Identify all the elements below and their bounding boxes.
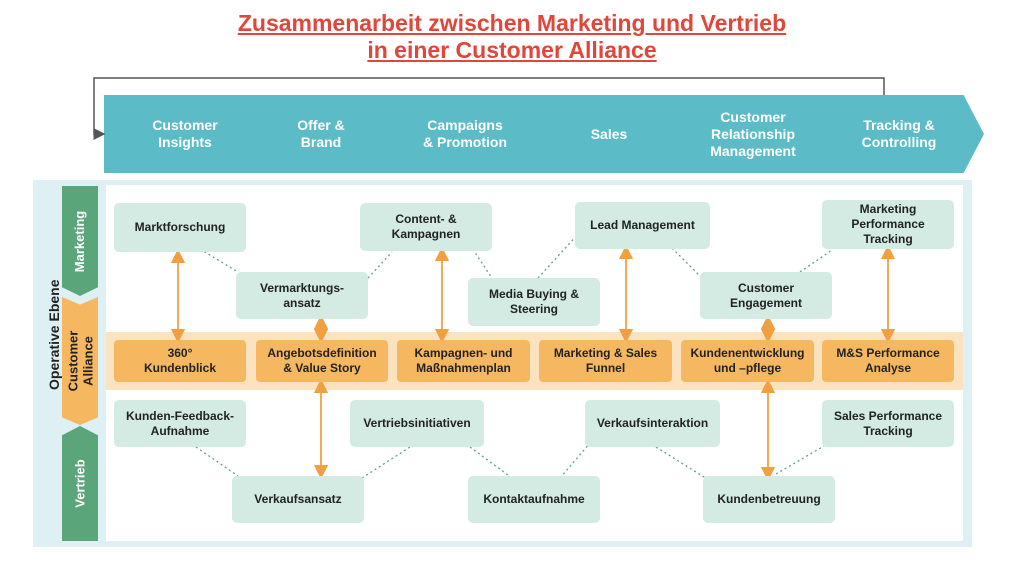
box-360-kundenblick: 360° Kundenblick (114, 340, 246, 382)
box-marktforschung: Marktforschung (114, 203, 246, 252)
box-ms-performance-analyse: M&S Performance Analyse (822, 340, 954, 382)
box-content-kampagnen: Content- & Kampagnen (360, 203, 492, 251)
vertrieb-label-text: Vertrieb (72, 459, 88, 508)
diagram-title-line1: Zusammenarbeit zwischen Marketing und Ve… (237, 10, 787, 36)
box-marketing-performance-tracking: Marketing Performance Tracking (822, 200, 954, 249)
customer-alliance-label: Customer Alliance (62, 297, 98, 425)
process-step-offer-brand: Offer & Brand (238, 95, 404, 173)
box-customer-engagement: Customer Engagement (700, 272, 832, 319)
process-step-campaigns-promotion: Campaigns & Promotion (382, 95, 548, 173)
customer-alliance-band (106, 332, 963, 390)
box-kontaktaufnahme: Kontaktaufnahme (468, 476, 600, 523)
box-kunden-feedback: Kunden-Feedback- Aufnahme (114, 400, 246, 447)
box-sales-performance-tracking: Sales Performance Tracking (822, 400, 954, 447)
customer-alliance-label-text: Customer Alliance (65, 330, 95, 392)
diagram-title-line2: in einer Customer Alliance (367, 37, 657, 63)
vertrieb-label: Vertrieb (62, 426, 98, 541)
box-vermarktungsansatz: Vermarktungs- ansatz (236, 272, 368, 319)
operative-ebene-label: Operative Ebene (46, 279, 62, 391)
box-kundenbetreuung: Kundenbetreuung (703, 476, 835, 523)
box-lead-management: Lead Management (575, 202, 710, 249)
process-step-tracking-controlling: Tracking & Controlling (814, 95, 984, 173)
process-step-sales: Sales (526, 95, 692, 173)
marketing-label: Marketing (62, 186, 98, 296)
box-media-buying: Media Buying & Steering (468, 278, 600, 326)
box-kampagnen-massnahmenplan: Kampagnen- und Maßnahmenplan (397, 340, 530, 382)
box-verkaufsinteraktion: Verkaufsinteraktion (585, 400, 720, 447)
box-kundenentwicklung: Kundenentwicklung und –pflege (681, 340, 814, 382)
box-angebotsdefinition: Angebotsdefinition & Value Story (256, 340, 388, 382)
process-step-customer-insights: Customer Insights (104, 95, 266, 173)
process-step-crm: Customer Relationship Management (670, 95, 836, 173)
box-vertriebsinitiativen: Vertriebsinitiativen (350, 400, 484, 447)
marketing-label-text: Marketing (72, 210, 88, 272)
box-marketing-sales-funnel: Marketing & Sales Funnel (539, 340, 672, 382)
box-verkaufsansatz: Verkaufsansatz (232, 476, 364, 523)
